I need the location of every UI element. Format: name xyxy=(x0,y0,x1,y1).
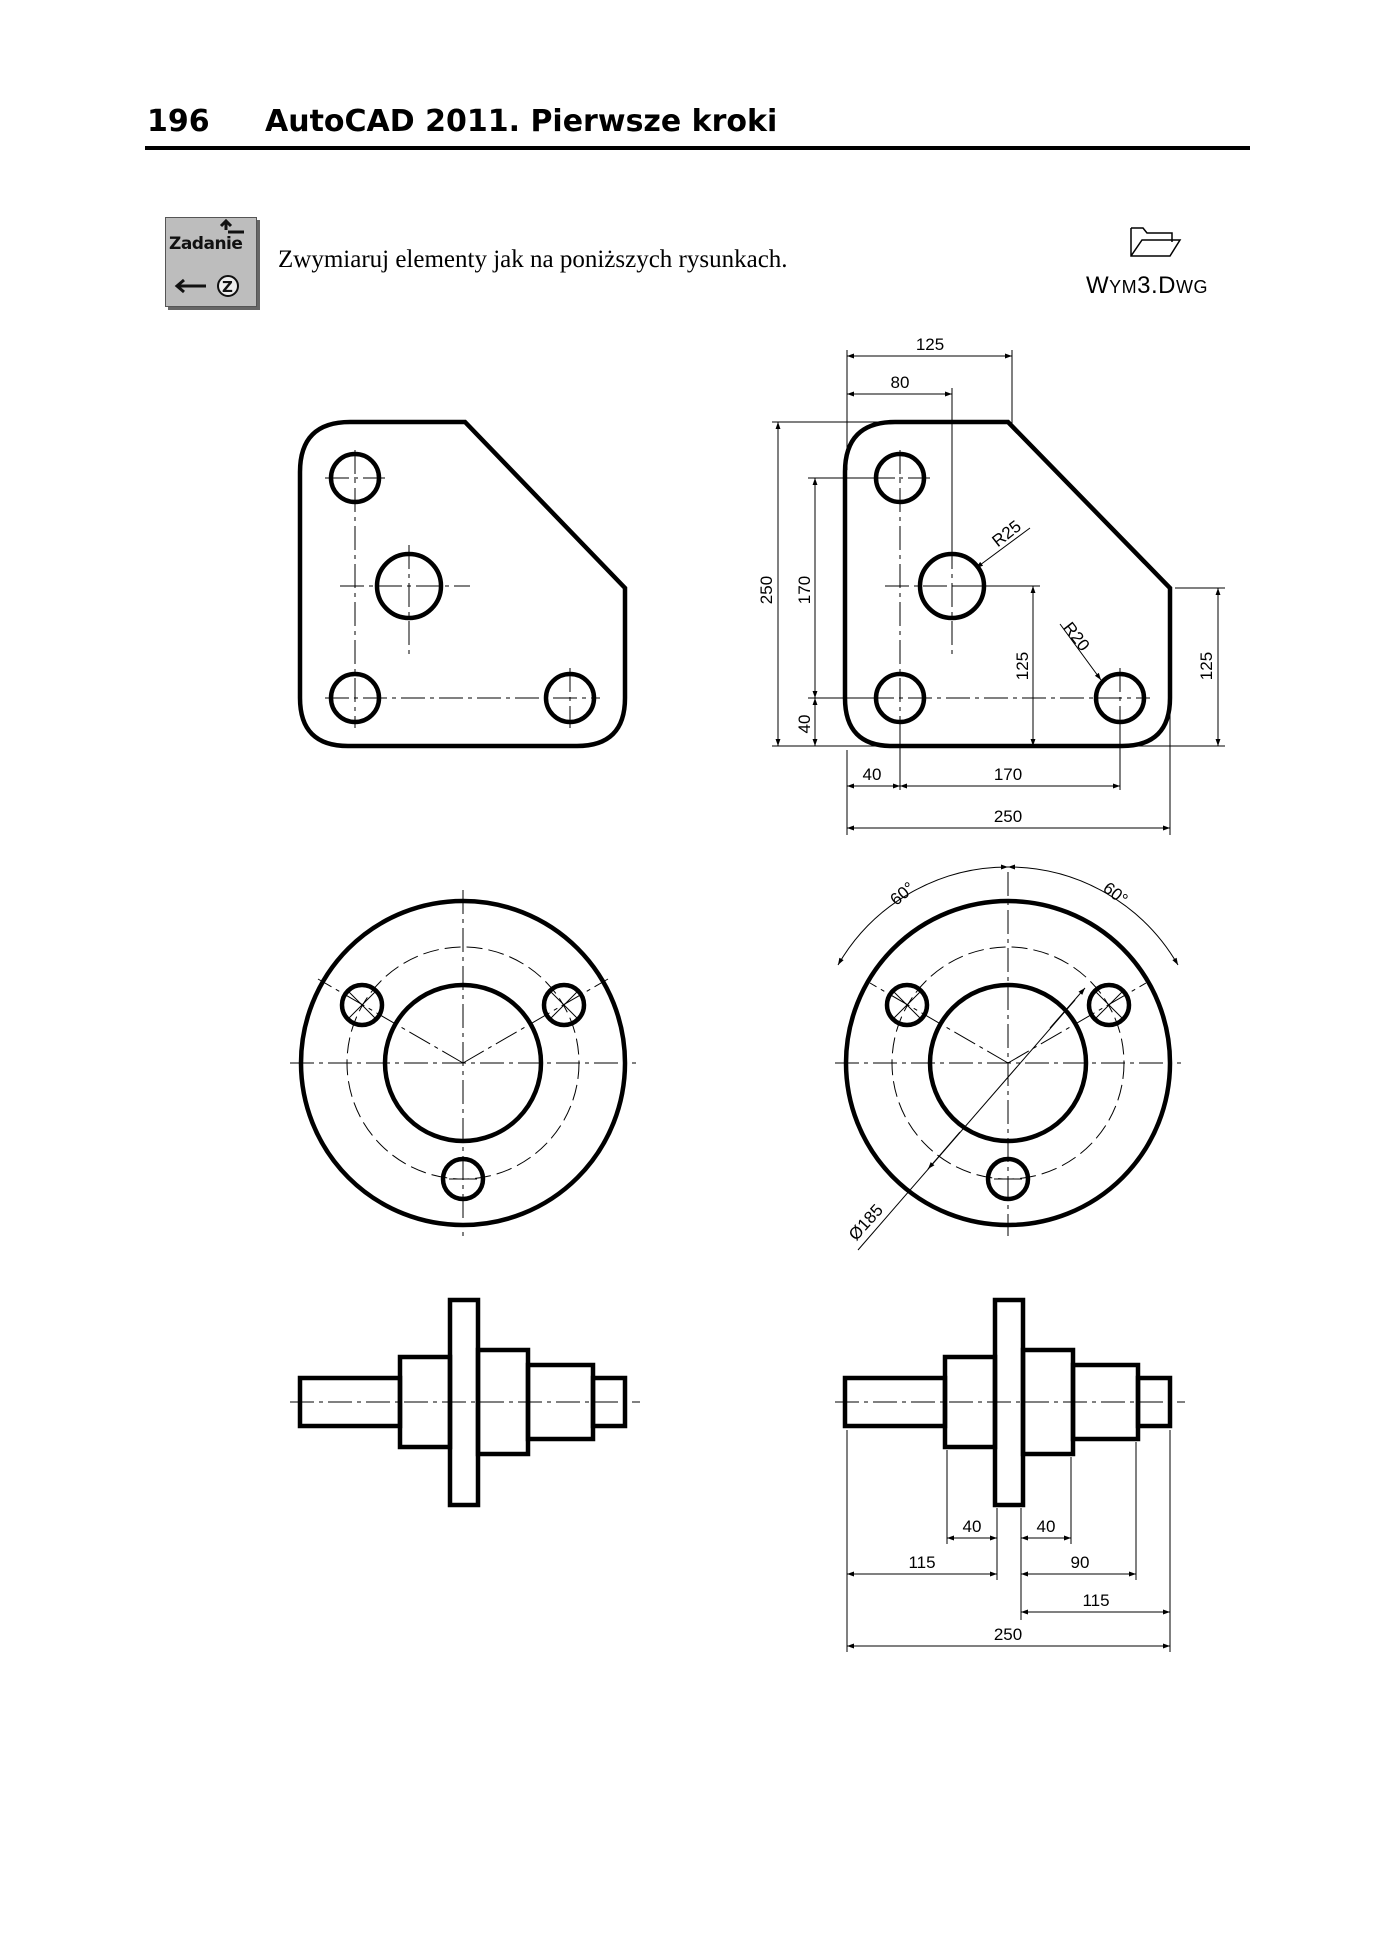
shaft-drawing-right: 40 40 115 90 115 250 xyxy=(835,1297,1185,1652)
plate-drawing-right: 125 80 250 170 40 R25 R20 125 125 40 170… xyxy=(757,335,1225,835)
dim-text: 170 xyxy=(795,576,814,604)
file-name: WYM3.DWG xyxy=(1086,272,1208,300)
dim-text: 125 xyxy=(1013,652,1032,680)
flange-drawing-left xyxy=(290,890,636,1236)
file-name-part: 3.D xyxy=(1137,272,1177,299)
dim-text: R25 xyxy=(988,517,1024,551)
dim-text: 115 xyxy=(1082,1591,1109,1610)
dim-text: 90 xyxy=(1071,1553,1090,1572)
dim-text: 250 xyxy=(994,1625,1022,1644)
plate-drawing-left xyxy=(297,419,628,749)
dim-text: 40 xyxy=(963,1517,982,1536)
dim-text: 170 xyxy=(994,765,1022,784)
dim-text: 60° xyxy=(1099,878,1131,909)
dim-text: 125 xyxy=(916,335,944,354)
file-name-part: YM xyxy=(1109,277,1138,297)
dim-text: R20 xyxy=(1059,618,1093,654)
svg-text:Z: Z xyxy=(222,278,233,296)
badge-label: Zadanie xyxy=(169,234,243,254)
zadanie-badge: Z Zadanie xyxy=(165,217,257,307)
page-number: 196 xyxy=(147,104,210,139)
book-title: AutoCAD 2011. Pierwsze kroki xyxy=(265,104,778,139)
folder-icon xyxy=(1130,227,1182,257)
page-header: 196 AutoCAD 2011. Pierwsze kroki xyxy=(145,100,1250,150)
shaft-drawing-left xyxy=(290,1297,640,1508)
dim-text: 40 xyxy=(1037,1517,1056,1536)
dim-text: 250 xyxy=(757,576,776,604)
dim-text: Ø185 xyxy=(845,1201,887,1245)
zadanie-arrows-icon: Z xyxy=(174,218,244,297)
file-name-part: W xyxy=(1086,272,1110,299)
dim-text: 40 xyxy=(863,765,882,784)
flange-drawing-right: 60° 60° Ø185 xyxy=(835,864,1181,1251)
task-instruction: Zwymiaruj elementy jak na poniższych rys… xyxy=(278,246,788,273)
dim-text: 40 xyxy=(795,715,814,734)
file-name-part: WG xyxy=(1176,277,1209,297)
dim-text: 115 xyxy=(908,1553,935,1572)
dim-text: 125 xyxy=(1197,652,1216,680)
dim-text: 80 xyxy=(891,373,910,392)
dim-text: 250 xyxy=(994,807,1022,826)
